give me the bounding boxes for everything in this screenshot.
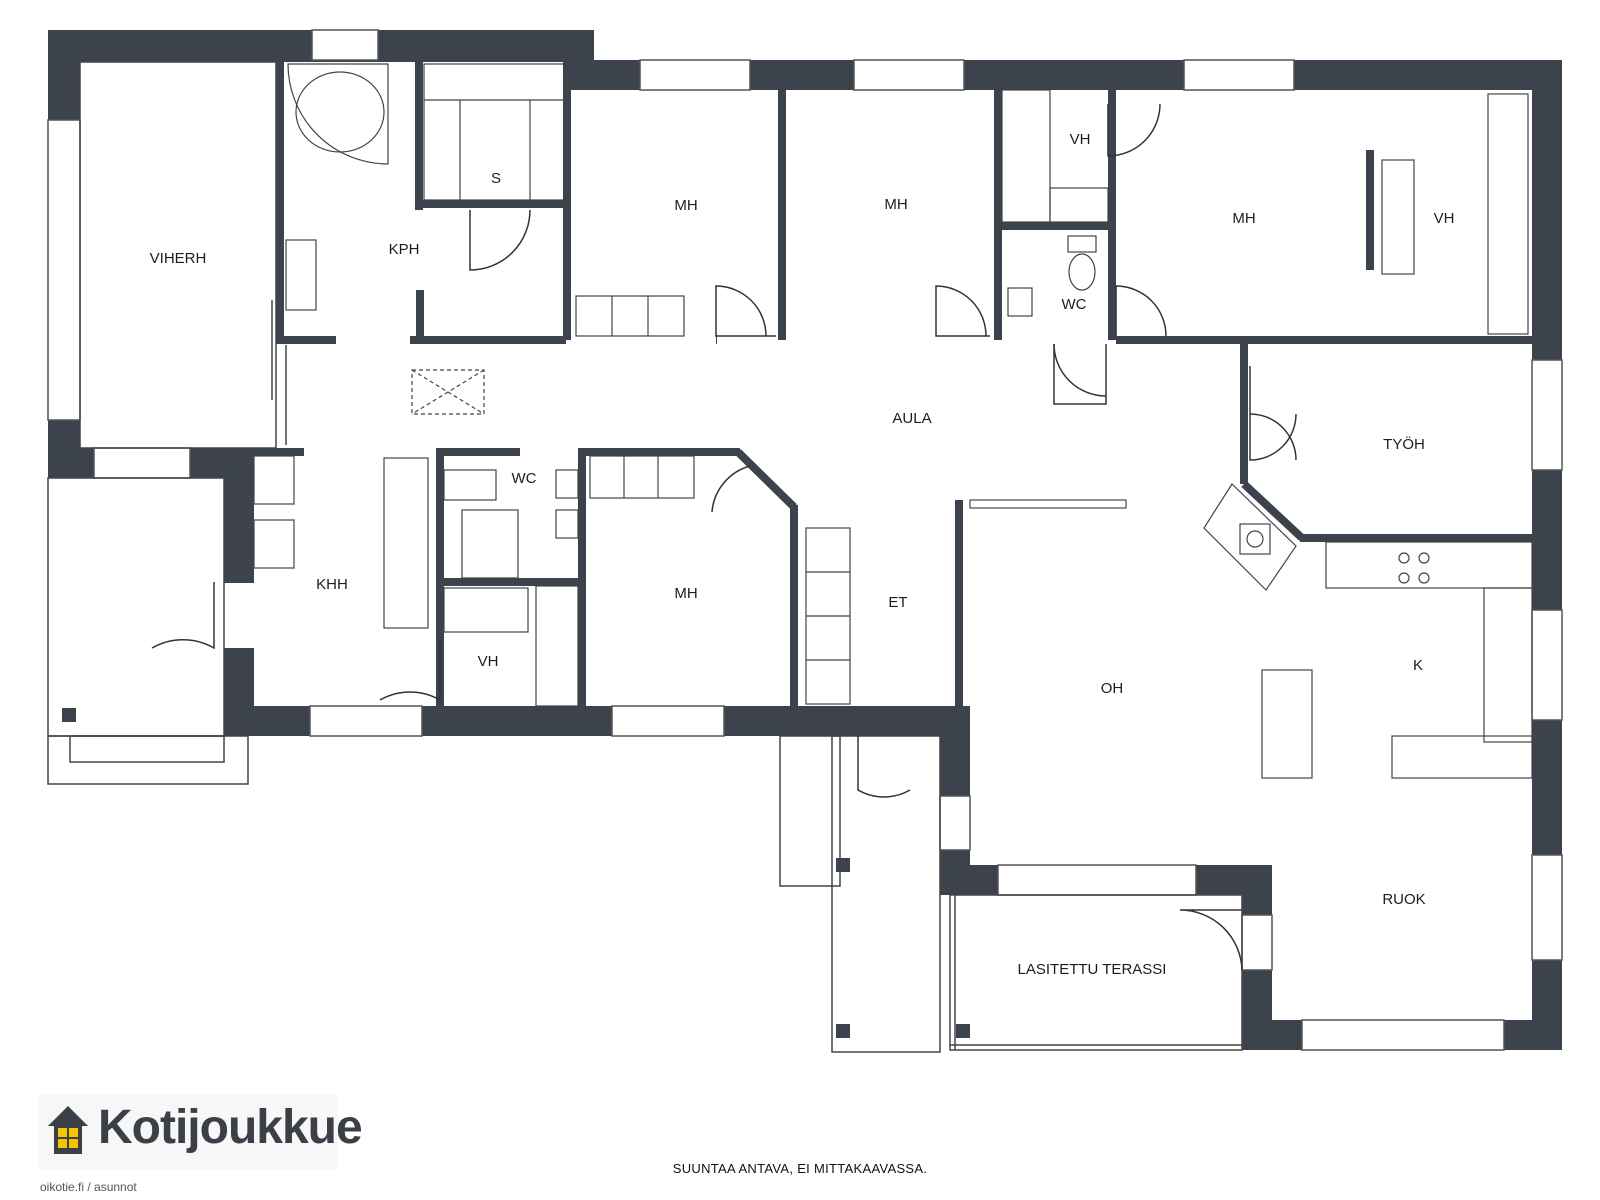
room-label-vh-1: VH (1070, 131, 1091, 148)
room-label-khh: KHH (316, 576, 348, 593)
interior-walls (254, 60, 1536, 710)
room-label-mh-3: MH (1232, 210, 1255, 227)
room-label-vh-3: VH (478, 653, 499, 670)
room-label-tyoh: TYÖH (1383, 435, 1425, 453)
room-labels: VIHERH KPH S MH MH VH WC MH VH AULA TYÖH… (150, 131, 1455, 978)
room-label-vh-2: VH (1434, 210, 1455, 227)
doors (151, 103, 1297, 971)
room-label-k: K (1413, 657, 1423, 674)
room-label-et: ET (888, 594, 907, 611)
fixtures (253, 63, 1533, 779)
room-label-mh-4: MH (674, 585, 697, 602)
room-label-mh-1: MH (674, 197, 697, 214)
room-label-kph: KPH (389, 241, 420, 258)
disclaimer-text: SUUNTAA ANTAVA, EI MITTAKAAVASSA. (672, 1161, 928, 1176)
room-label-aula: AULA (892, 410, 931, 427)
room-label-oh: OH (1101, 680, 1124, 697)
diagonal-walls (735, 449, 1305, 541)
posts (62, 708, 970, 1038)
room-label-viherh: VIHERH (150, 250, 207, 267)
room-label-wc-1: WC (1062, 296, 1087, 313)
outlines (47, 61, 1243, 1053)
room-label-mh-2: MH (884, 196, 907, 213)
room-label-wc-2: WC (512, 470, 537, 487)
brand-name: Kotijoukkue (98, 1101, 363, 1154)
room-label-s: S (491, 170, 501, 187)
room-label-ruok: RUOK (1382, 891, 1425, 908)
house-logo-icon (48, 1106, 88, 1154)
brand-logo-block: Kotijoukkue (38, 1094, 363, 1170)
room-label-terassi: LASITETTU TERASSI (1018, 961, 1167, 978)
windows (47, 29, 1563, 1051)
source-watermark: oikotie.fi / asunnot (40, 1180, 137, 1194)
